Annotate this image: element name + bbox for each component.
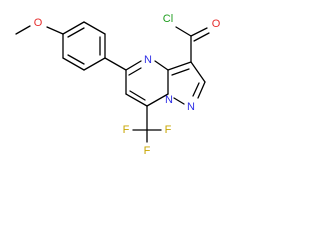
bond-carbonyl-o-1: [190, 27, 208, 37]
atom-n-pyrazole: N: [187, 101, 195, 113]
bond-carbonyl-cl: [175, 26, 192, 37]
bond-pyrimidine-4: [146, 93, 169, 107]
bond-pyrazole-2: [190, 61, 206, 83]
bond-pyrimidine-5: [125, 93, 148, 107]
bond-benzene-5: [62, 57, 85, 71]
atom-n-ring-top: N: [144, 54, 152, 66]
atom-cl: Cl: [163, 13, 173, 25]
bond-aryl-pyrimidine: [104, 57, 127, 71]
bond-benzene-4: [83, 57, 106, 71]
bond-benzene-inner-3: [67, 54, 85, 65]
atom-f-left: F: [123, 124, 130, 136]
atom-f-bottom: F: [144, 145, 151, 157]
atom-f-right: F: [165, 124, 172, 136]
bond-pyrazole-4: [173, 97, 185, 105]
bond-pyrazole-inner-2: [192, 82, 200, 97]
bond-pyrazole-1: [167, 61, 192, 71]
atom-n-ring-bridge: N: [165, 94, 173, 106]
atom-o-methoxy: O: [34, 17, 43, 29]
bond-carbonyl-o-2: [193, 32, 210, 42]
bond-methyl-o: [15, 25, 31, 35]
bonds: [15, 21, 210, 143]
bond-pyrimidine-inner-2: [129, 90, 146, 101]
molecule-svg: O N N N O Cl F F F: [15, 13, 221, 157]
bond-pyrimidine-inner-1: [128, 67, 142, 76]
bond-pyrimidine-2: [154, 60, 169, 71]
bond-benzene-1: [62, 21, 85, 35]
bond-pyrazole-inner-1: [171, 68, 190, 76]
bond-benzene-2: [83, 21, 106, 35]
bond-o-aryl: [46, 26, 64, 35]
bond-benzene-inner-1: [67, 27, 85, 38]
bond-pyrimidine-1: [125, 60, 142, 71]
bond-pyrazole-3: [197, 81, 206, 99]
atom-o-carbonyl: O: [212, 18, 221, 30]
atom-labels: O N N N O Cl F F F: [34, 13, 221, 157]
structure-diagram: O N N N O Cl F F F: [15, 12, 221, 157]
